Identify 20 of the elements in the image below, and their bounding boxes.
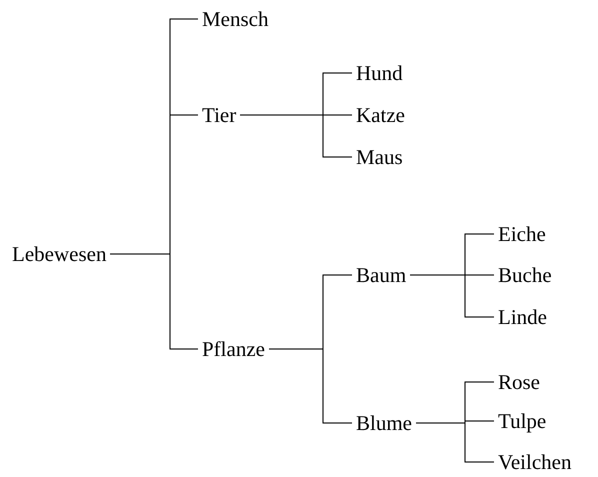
tree-label: Eiche xyxy=(498,222,546,246)
tree-connector xyxy=(110,254,198,350)
tree-label: Maus xyxy=(356,145,403,169)
tree-label: Linde xyxy=(498,305,547,329)
tree-label: Blume xyxy=(356,411,412,435)
tree-label: Mensch xyxy=(202,7,268,31)
tree-label: Tier xyxy=(202,103,236,127)
tree-connector xyxy=(268,348,352,424)
tree-label: Lebewesen xyxy=(12,242,106,266)
tree-connector xyxy=(416,422,494,462)
tree-connector xyxy=(410,274,494,318)
tree-label: Baum xyxy=(356,263,406,287)
tree-label: Tulpe xyxy=(498,409,546,433)
tree-label: Katze xyxy=(356,103,405,127)
tree-label: Pflanze xyxy=(202,337,265,361)
tree-label: Hund xyxy=(356,61,403,85)
tree-label: Buche xyxy=(498,263,552,287)
tree-connector xyxy=(240,114,352,158)
tree-label: Rose xyxy=(498,370,540,394)
tree-label: Veilchen xyxy=(498,450,572,474)
